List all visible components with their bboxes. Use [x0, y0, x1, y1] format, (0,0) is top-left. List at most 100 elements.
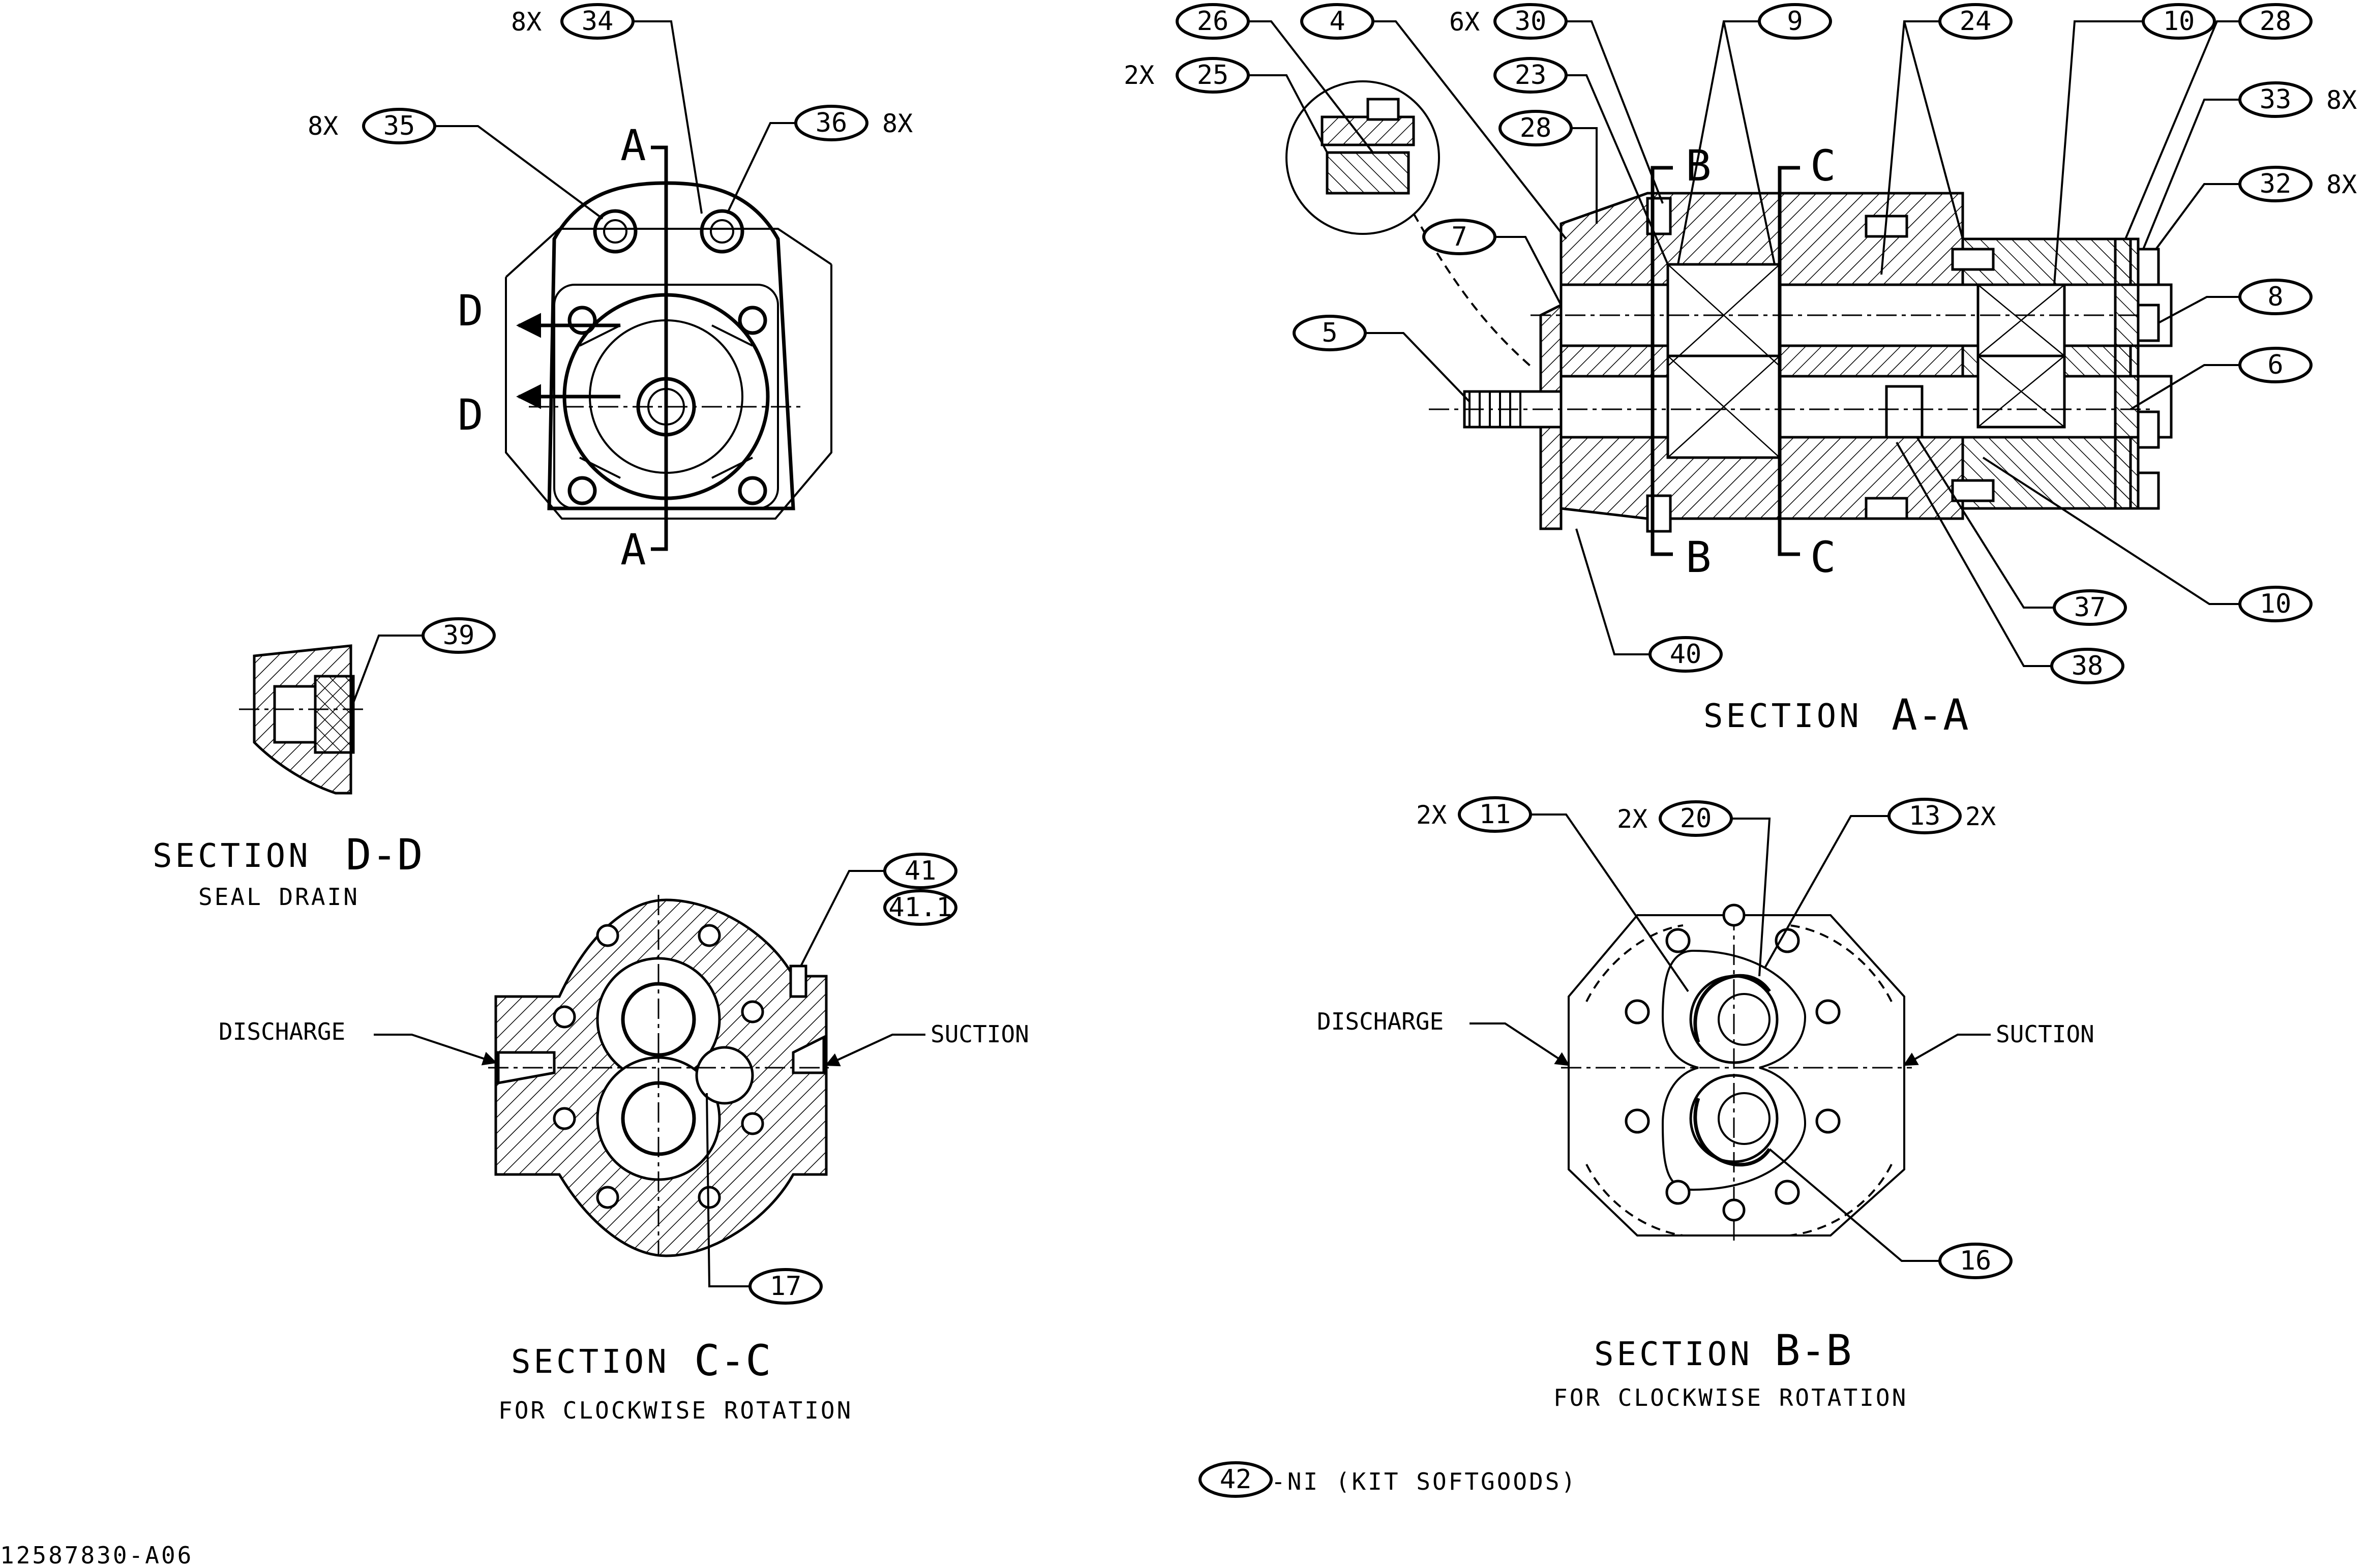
bubble-38: 38: [2072, 651, 2104, 681]
callout-6: 6: [2130, 347, 2313, 410]
section-d-view: [239, 644, 366, 795]
callout-13: 13 2X: [1763, 798, 1996, 969]
callout-26: 26: [1176, 3, 1374, 154]
callout-8: 8: [2158, 279, 2313, 324]
section-c-title-letters: C-C: [694, 1336, 771, 1385]
callout-10-top: 10: [2053, 3, 2216, 285]
callout-23: 23: [1493, 57, 1669, 265]
qty-36: 8X: [882, 109, 913, 138]
discharge-label-c: DISCHARGE: [219, 1018, 345, 1045]
section-b-subtitle: FOR CLOCKWISE ROTATION: [1553, 1384, 1908, 1411]
bubble-26: 26: [1197, 6, 1229, 37]
bubble-41-1: 41.1: [888, 892, 952, 923]
discharge-label-b: DISCHARGE: [1317, 1008, 1444, 1035]
bubble-36: 36: [816, 108, 848, 138]
callout-4: 4: [1300, 3, 1567, 240]
section-d-title-word: SECTION: [153, 837, 311, 875]
bubble-35: 35: [383, 111, 415, 141]
qty-30: 6X: [1449, 7, 1480, 37]
bubble-32: 32: [2260, 169, 2292, 199]
callout-32: 32 8X: [2155, 166, 2357, 250]
bubble-5: 5: [1322, 318, 1337, 348]
qty-33: 8X: [2326, 85, 2357, 115]
marker-d-top: D: [458, 286, 484, 336]
section-a-title-word: SECTION: [1703, 698, 1862, 735]
callout-5: 5: [1293, 315, 1471, 403]
bubble-10-bottom: 10: [2260, 589, 2292, 619]
bubble-40: 40: [1670, 639, 1702, 670]
marker-b-top: B: [1686, 141, 1712, 191]
marker-d-bottom: D: [458, 390, 484, 440]
callout-30: 6X 30: [1449, 3, 1664, 204]
qty-35: 8X: [308, 111, 338, 141]
bubble-8: 8: [2267, 282, 2283, 312]
section-a-title-letters: A-A: [1892, 690, 1969, 740]
bubble-6: 6: [2267, 350, 2283, 380]
section-c-view: [488, 895, 834, 1257]
note-kit-softgoods: 42 -NI (KIT SOFTGOODS): [1198, 1461, 1577, 1498]
marker-a-bottom: A: [620, 525, 646, 575]
callout-10-bottom: 10: [1982, 457, 2313, 622]
bubble-25: 25: [1197, 60, 1229, 91]
bubble-16: 16: [1960, 1246, 1992, 1276]
bubble-39: 39: [443, 620, 475, 651]
bubble-23: 23: [1515, 60, 1547, 91]
qty-32: 8X: [2326, 170, 2357, 199]
callout-discharge-c: DISCHARGE: [219, 1018, 497, 1066]
callout-suction-b: SUCTION: [1903, 1020, 2094, 1066]
callout-38: 38: [1896, 442, 2124, 684]
bubble-4: 4: [1329, 6, 1345, 37]
callout-11: 2X 11: [1416, 796, 1689, 992]
qty-34: 8X: [511, 7, 542, 37]
section-a-view: [1285, 80, 2173, 556]
bubble-24: 24: [1960, 6, 1992, 37]
section-d-title-letters: D-D: [346, 830, 423, 880]
qty-13: 2X: [1965, 802, 1996, 831]
bubble-17: 17: [770, 1271, 802, 1302]
callout-41: 41 41.1: [800, 853, 957, 967]
bubble-28-top: 28: [2260, 6, 2292, 37]
bubble-33: 33: [2260, 84, 2292, 115]
marker-c-top: C: [1810, 141, 1836, 191]
callout-suction-c: SUCTION: [825, 1020, 1029, 1067]
callout-28-top: 28: [2124, 3, 2313, 239]
bubble-30: 30: [1515, 6, 1547, 37]
front-view: [505, 145, 832, 551]
section-c-title-word: SECTION: [511, 1343, 670, 1381]
callout-37: 37: [1916, 436, 2127, 626]
callout-39: 39: [350, 617, 496, 710]
bubble-7: 7: [1451, 222, 1467, 252]
callout-34: 8X 34: [511, 3, 703, 214]
marker-c-bottom: C: [1810, 532, 1836, 582]
callout-20: 2X 20: [1617, 800, 1771, 977]
section-b-title-letters: B-B: [1775, 1325, 1852, 1375]
qty-11: 2X: [1416, 800, 1447, 830]
section-c-subtitle: FOR CLOCKWISE ROTATION: [498, 1397, 853, 1424]
callout-25: 2X 25: [1124, 57, 1328, 153]
callout-35: 8X 35: [308, 108, 604, 220]
callout-36: 36 8X: [726, 105, 913, 214]
bubble-9: 9: [1787, 6, 1803, 37]
bubble-10-top: 10: [2163, 6, 2195, 37]
callout-28-left: 28: [1498, 110, 1598, 224]
suction-label-b: SUCTION: [1996, 1020, 2094, 1048]
callout-24: 24: [1880, 3, 2013, 275]
callout-33: 33 8X: [2142, 81, 2357, 250]
bubble-34: 34: [582, 6, 614, 37]
callout-7: 7: [1422, 219, 1562, 306]
callout-9: 9: [1677, 3, 1832, 265]
marker-b-bottom: B: [1686, 532, 1712, 582]
drawing-number: 12587830-A06: [0, 1542, 193, 1568]
bubble-37: 37: [2074, 592, 2106, 623]
callout-40: 40: [1575, 528, 1723, 673]
qty-25: 2X: [1124, 61, 1154, 90]
callout-16: 16: [1768, 1148, 2013, 1279]
bubble-41: 41: [905, 856, 937, 886]
bubble-13: 13: [1909, 801, 1941, 831]
section-b-title-word: SECTION: [1594, 1336, 1753, 1373]
section-d-subtitle: SEAL DRAIN: [198, 883, 359, 911]
suction-label-c: SUCTION: [931, 1020, 1029, 1048]
callout-17: 17: [706, 1093, 823, 1305]
kit-note-text: -NI (KIT SOFTGOODS): [1271, 1468, 1577, 1495]
